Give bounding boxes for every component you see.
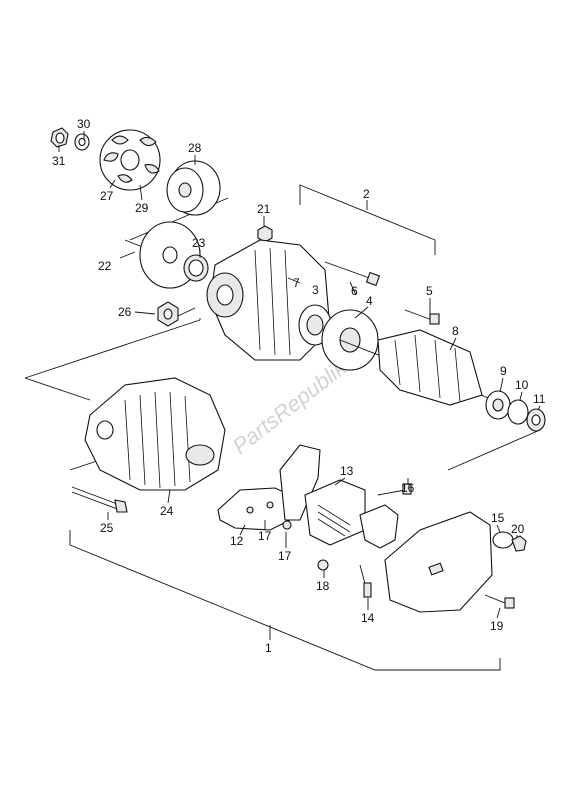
callout-22: 22 (98, 259, 112, 273)
callout-19: 19 (490, 619, 504, 633)
callout-1: 1 (265, 641, 272, 655)
callout-25: 25 (100, 521, 114, 535)
callout-13: 13 (340, 464, 354, 478)
part-17-screw-a (282, 520, 292, 530)
group-bracket-lines (24, 184, 541, 671)
callout-11: 11 (533, 392, 546, 406)
part-8-rotor (339, 329, 546, 421)
callout-7: 7 (293, 276, 300, 290)
callout-14: 14 (361, 611, 375, 625)
part-30-washer (74, 133, 90, 151)
part-4-bearing-retainer (321, 309, 379, 371)
callout-21: 21 (257, 202, 271, 216)
part-13-regulator (304, 479, 366, 546)
part-11-ring (526, 408, 546, 432)
callout-4: 4 (366, 294, 373, 308)
callout-18: 18 (316, 579, 330, 593)
callout-labels: 1 2 3 4 5 6 7 8 9 10 11 12 13 14 15 16 1… (52, 117, 546, 655)
callout-26: 26 (118, 305, 132, 319)
callout-20: 20 (511, 522, 525, 536)
callout-15: 15 (491, 511, 505, 525)
part-26-nut (157, 301, 179, 327)
callout-2: 2 (363, 187, 370, 201)
part-19-bolt (484, 594, 515, 609)
watermark-logo: PartsRepublik (228, 354, 352, 459)
callout-5: 5 (426, 284, 433, 298)
part-12-rectifier (217, 444, 321, 531)
callout-8: 8 (452, 324, 459, 338)
part-6-bolt (324, 261, 381, 287)
callout-23: 23 (192, 236, 206, 250)
callout-28: 28 (188, 141, 202, 155)
part-28-pulley (166, 160, 221, 216)
callout-30: 30 (77, 117, 91, 131)
leader-lines (58, 131, 541, 640)
part-10-ring (507, 399, 529, 425)
part-16-screw (377, 483, 412, 496)
part-31-nut (50, 127, 69, 148)
part-25-through-bolt (71, 486, 128, 513)
part-18-screw (317, 559, 329, 571)
callout-24: 24 (160, 504, 174, 518)
callout-27: 27 (100, 189, 114, 203)
part-brush-holder (359, 504, 399, 549)
callout-9: 9 (500, 364, 507, 378)
callout-31: 31 (52, 154, 66, 168)
callout-29: 29 (135, 201, 149, 215)
part-rear-cover (384, 511, 493, 613)
part-20-nut (511, 535, 527, 552)
part-5-screw (404, 309, 440, 325)
callout-12: 12 (230, 534, 244, 548)
part-27-29-fan (99, 129, 161, 191)
callout-3: 3 (312, 283, 319, 297)
part-23-spacer (183, 254, 209, 282)
callout-6: 6 (351, 284, 358, 298)
part-9-bearing (485, 390, 511, 420)
part-3-drive-end-housing (206, 239, 332, 361)
callout-17b: 17 (278, 549, 292, 563)
part-24-alternator-assembly (84, 377, 226, 491)
part-14-terminal (359, 564, 372, 598)
part-15-terminal-boot (492, 531, 514, 549)
part-21-nut (257, 225, 273, 243)
callout-10: 10 (515, 378, 529, 392)
callout-17a: 17 (258, 529, 272, 543)
callout-16: 16 (401, 481, 415, 495)
